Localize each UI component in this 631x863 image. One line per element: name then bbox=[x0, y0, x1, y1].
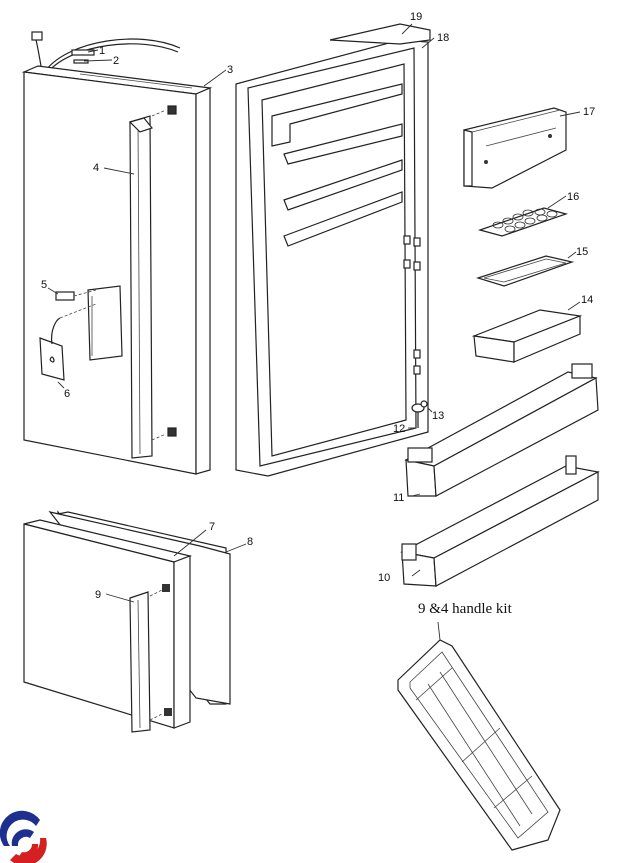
tray-gasket bbox=[476, 255, 575, 287]
fridge-door-outer bbox=[21, 31, 213, 475]
part-label-19: 19 bbox=[410, 11, 422, 23]
part-label-3: 3 bbox=[227, 64, 233, 76]
part-label-17: 17 bbox=[583, 106, 595, 118]
hinge-parts bbox=[411, 400, 428, 428]
part-labels: 1 2 3 4 5 6 7 8 9 10 11 12 13 14 15 16 1… bbox=[41, 11, 595, 601]
door-bin-lower bbox=[400, 455, 600, 587]
part-label-16: 16 bbox=[567, 191, 579, 203]
door-bin-upper bbox=[404, 363, 599, 497]
freezer-door bbox=[23, 510, 231, 733]
part-label-18: 18 bbox=[437, 32, 449, 44]
dairy-compartment bbox=[463, 107, 567, 189]
handle-kit bbox=[397, 639, 561, 851]
leader-lines bbox=[47, 23, 581, 641]
part-label-11: 11 bbox=[393, 492, 404, 504]
part-label-4: 4 bbox=[93, 162, 99, 174]
part-label-5: 5 bbox=[41, 279, 47, 291]
part-label-10: 10 bbox=[378, 572, 390, 584]
brand-logo bbox=[0, 810, 47, 863]
part-label-14: 14 bbox=[581, 294, 593, 306]
fridge-door-liner bbox=[235, 23, 431, 477]
part-label-6: 6 bbox=[64, 388, 70, 400]
part-label-15: 15 bbox=[576, 246, 588, 258]
part-label-8: 8 bbox=[247, 536, 253, 548]
part-label-9: 9 bbox=[95, 589, 101, 601]
handle-kit-caption: 9 &4 handle kit bbox=[418, 601, 513, 617]
small-bin bbox=[471, 309, 583, 363]
egg-tray bbox=[477, 207, 569, 237]
part-label-2: 2 bbox=[113, 55, 119, 67]
part-label-7: 7 bbox=[209, 521, 215, 533]
part-label-1: 1 bbox=[99, 45, 105, 57]
part-label-12: 12 bbox=[393, 423, 405, 435]
part-label-13: 13 bbox=[432, 410, 444, 422]
